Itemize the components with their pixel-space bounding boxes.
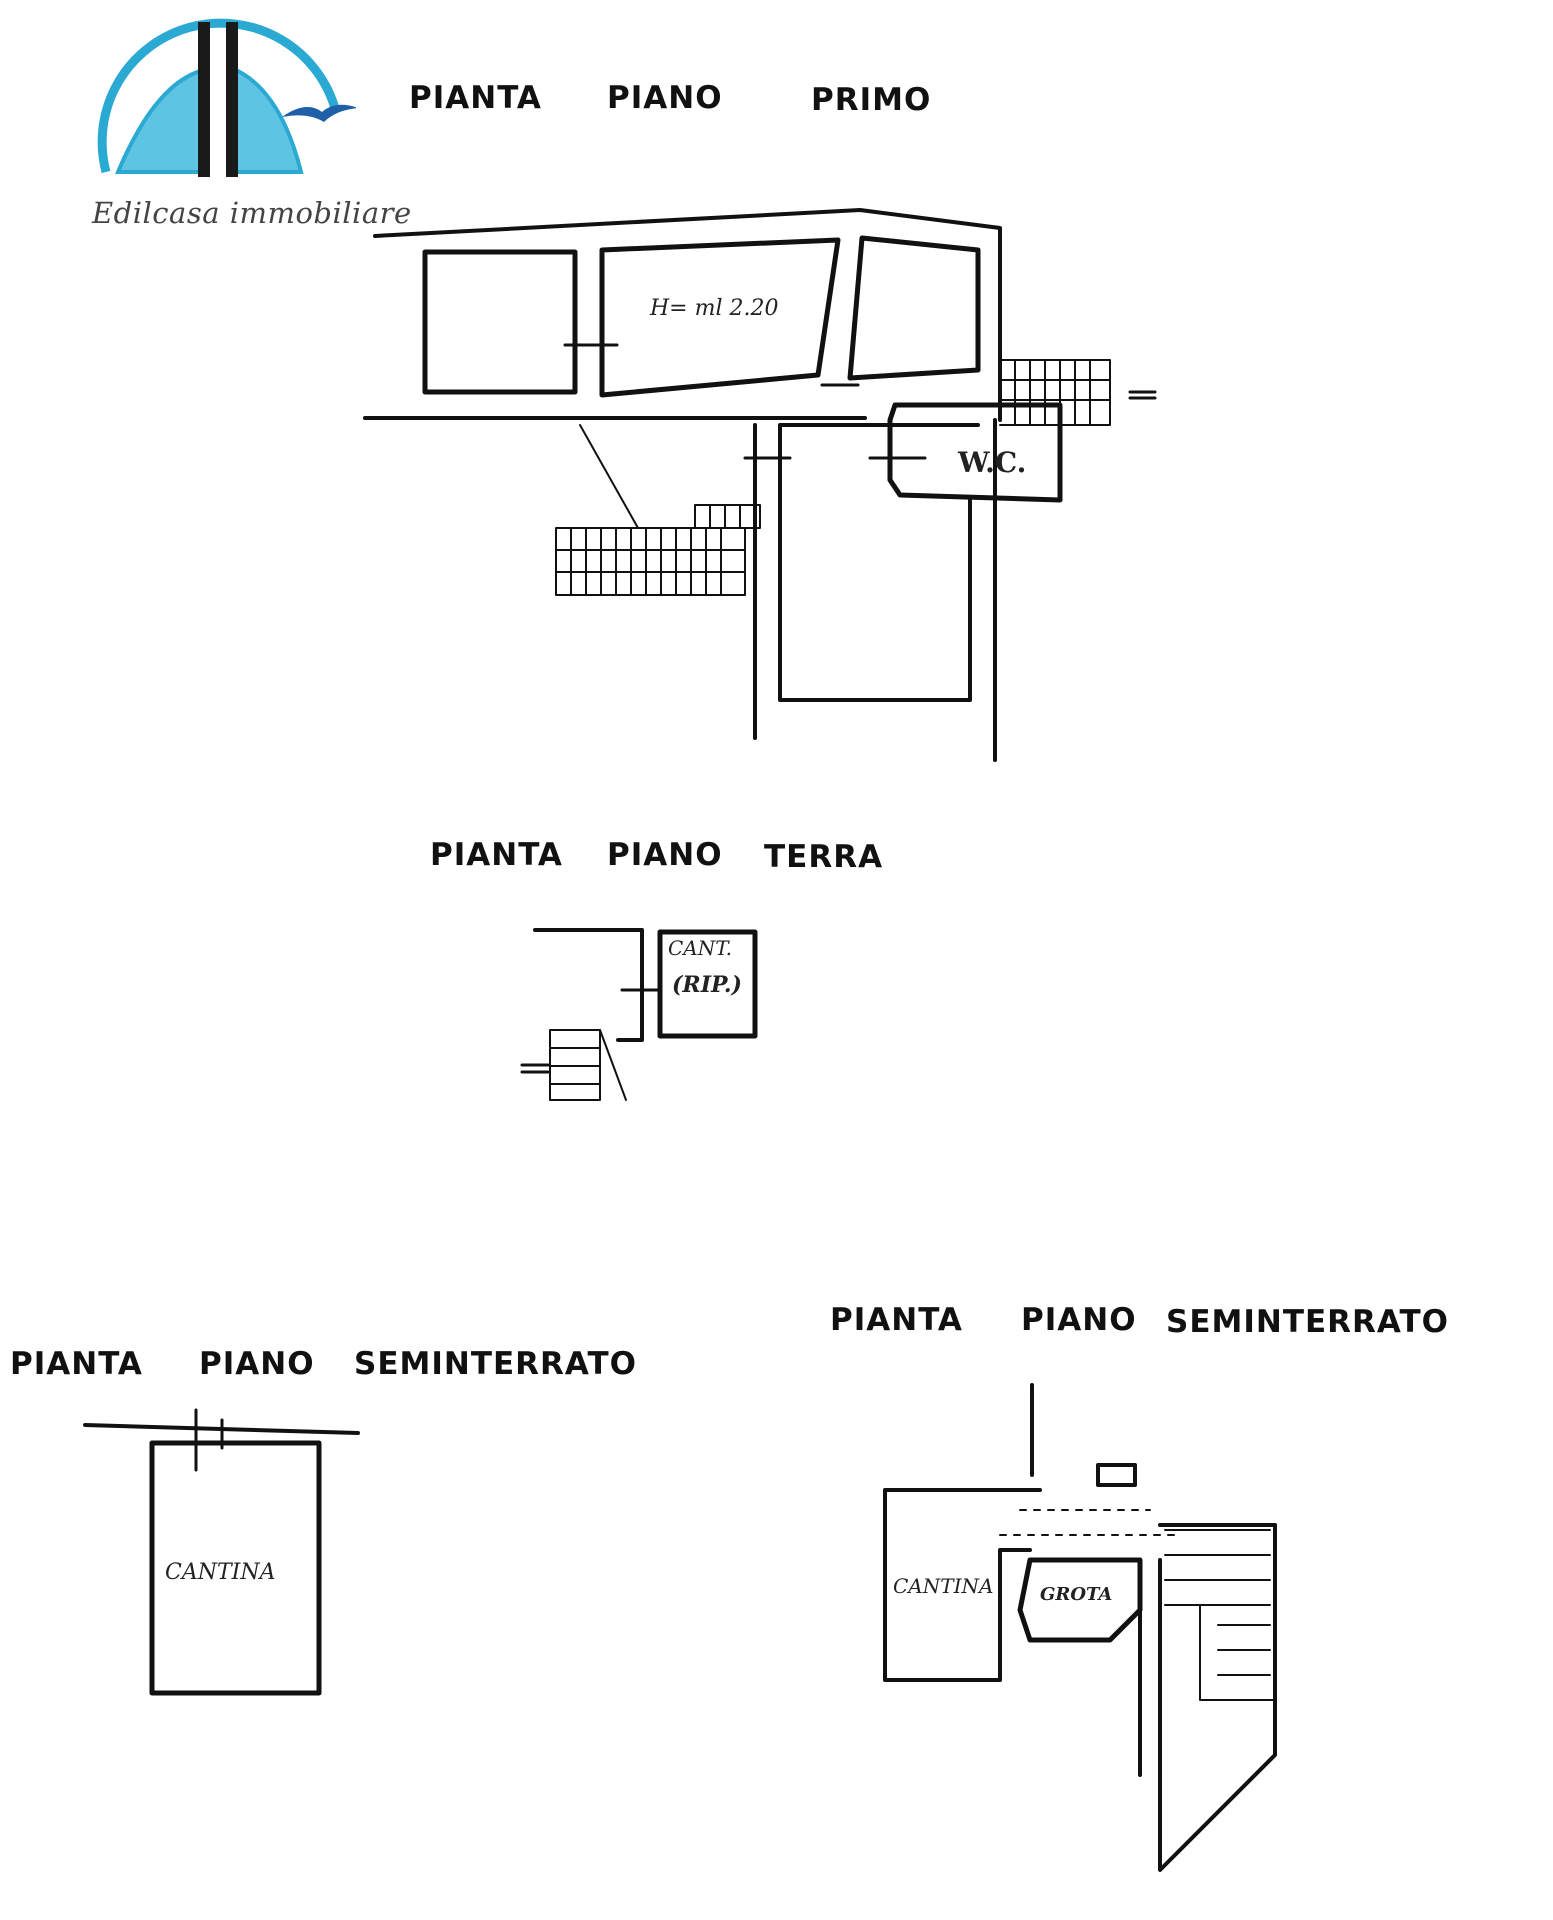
ground-floor-wall [533,928,644,1042]
plan-ground-floor [520,928,758,1101]
plan-basement-a-title-word-1: PIANTA [10,1346,143,1382]
first-floor-stairs-upper [694,504,761,529]
first-floor-wc-label: W.C. [958,446,1027,479]
basement-a-cantina-label: CANTINA [165,1560,276,1585]
first-floor-stairs-left [555,527,746,596]
ground-floor-door-marks [520,988,662,1074]
first-floor-room-left [422,249,578,395]
plan-ground-title-word-2: PIANO [607,837,723,873]
plan-first-title-word-3: PRIMO [811,82,932,118]
plan-basement-b-title-word-2: PIANO [1021,1302,1137,1338]
plan-first-title-word-2: PIANO [607,80,723,116]
basement-a-door-marks [194,1408,224,1472]
basement-b-right-wall [1138,1523,1277,1872]
plan-ground-title-word-3: TERRA [764,839,884,875]
plan-first-floor [363,208,1157,762]
plan-basement-b-title-word-3: SEMINTERRATO [1166,1304,1449,1340]
logo-brand-text: Edilcasa immobiliare [92,196,412,230]
first-floor-room-center [599,237,841,398]
plan-basement-a-title-word-2: PIANO [199,1346,315,1382]
ground-floor-cantina-rip [657,929,758,1039]
ground-floor-cant-label: CANT. [668,936,733,960]
basement-b-stairs [1164,1529,1276,1701]
plan-first-title-word-1: PIANTA [409,80,542,116]
edilcasa-logo [97,18,356,177]
first-floor-room-right [847,235,981,381]
ground-floor-rip-label: (RIP.) [672,972,742,998]
first-floor-corridor [778,423,980,702]
plan-basement-b-title-word-1: PIANTA [830,1302,963,1338]
first-floor-door-marks [563,343,1157,460]
plan-basement-b [883,1383,1277,1872]
first-floor-stairs-right [999,359,1111,426]
plan-ground-title-word-1: PIANTA [430,837,563,873]
first-floor-diagonal [579,424,639,529]
basement-b-upper-block [1096,1463,1137,1487]
ground-floor-stairs [549,1029,627,1101]
first-floor-outer-wall-top [373,208,1002,422]
basement-b-dashed-lines [999,1509,1181,1536]
basement-b-cantina-room [883,1488,1042,1682]
basement-b-cantina-label: CANTINA [893,1574,994,1598]
plan-basement-a [83,1408,360,1696]
first-floor-height-label: H= ml 2.20 [650,296,779,321]
plan-basement-a-title-word-3: SEMINTERRATO [354,1346,637,1382]
basement-b-grotta-label: GROTA [1040,1584,1113,1605]
basement-a-cantina-room [149,1440,322,1696]
